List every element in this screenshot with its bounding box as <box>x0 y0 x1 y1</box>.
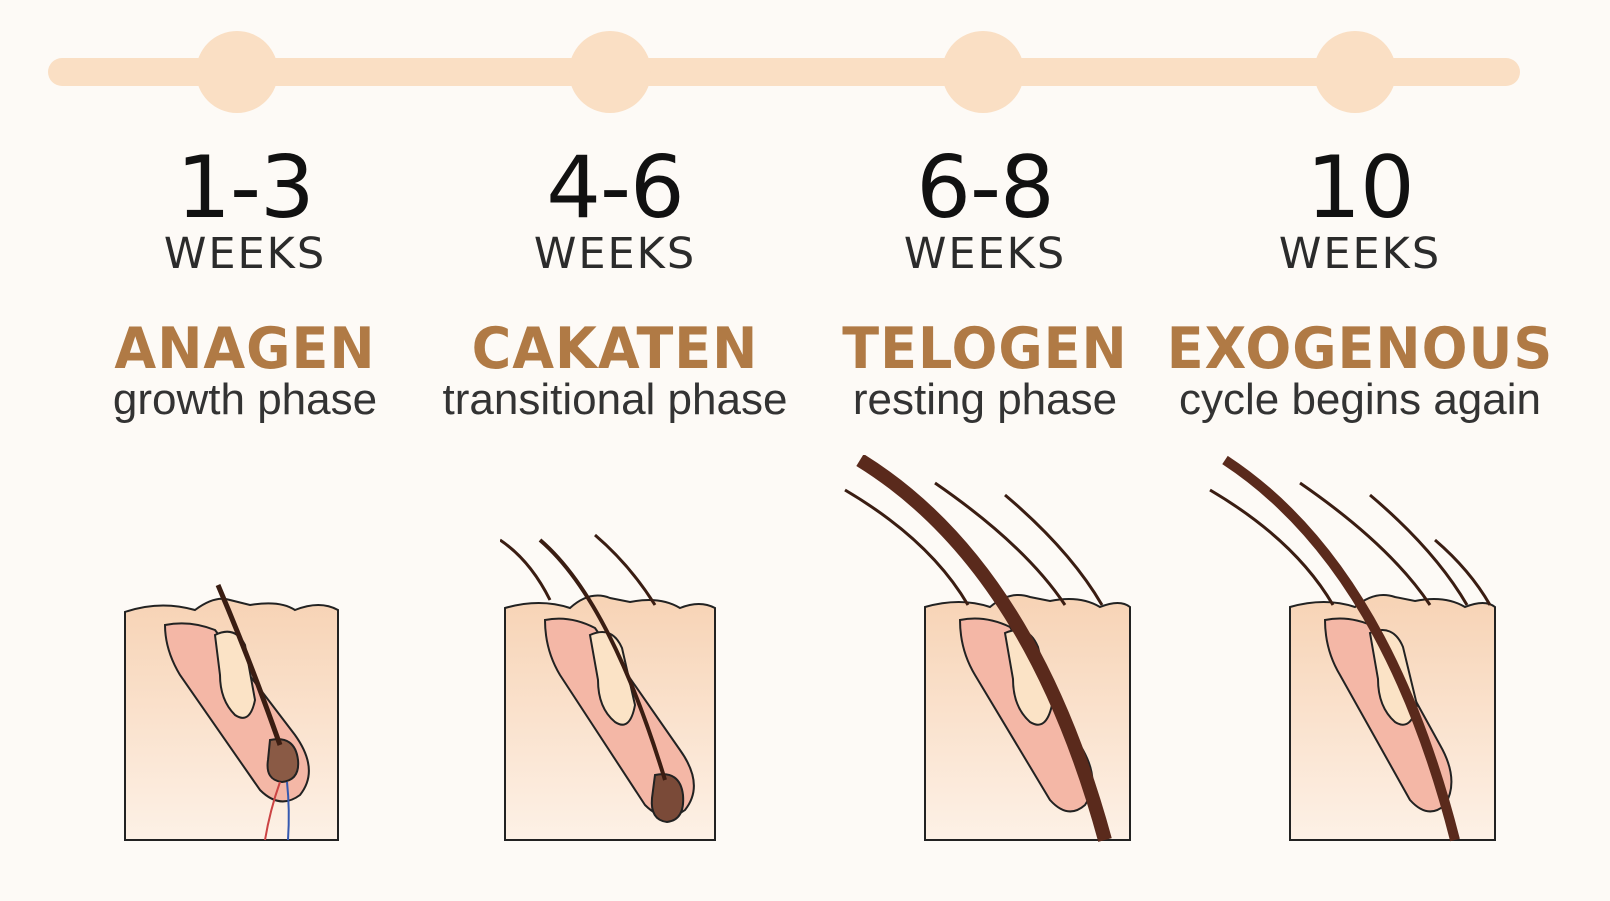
hair-strand <box>1369 493 1469 606</box>
phase-description: transitional phase <box>442 375 788 424</box>
hair-strand <box>500 538 552 601</box>
phase-description: growth phase <box>112 375 378 424</box>
phase-exogenous: 10 WEEKS EXOGENOUS cycle begins again <box>1150 140 1570 426</box>
phase-name: ANAGEN <box>114 315 376 382</box>
follicle-illustration-cakaten <box>500 533 716 841</box>
phase-weeks-number: 1-3 <box>176 138 314 238</box>
phase-name: TELOGEN <box>842 315 1128 382</box>
hair-strand <box>856 455 1112 842</box>
blood-vessel <box>286 781 290 841</box>
phase-description: cycle begins again <box>1178 375 1541 424</box>
hair-bulb <box>266 738 300 784</box>
hair-strand <box>1434 538 1492 606</box>
phase-weeks-unit: WEEKS <box>903 229 1067 279</box>
timeline-dot-4 <box>1314 31 1396 113</box>
timeline-dot-1 <box>196 31 278 113</box>
timeline-bar <box>48 58 1520 86</box>
hair-strand <box>1299 481 1432 606</box>
blood-vessel <box>264 781 281 841</box>
follicle-illustration-anagen <box>124 584 339 841</box>
hair-strand <box>538 538 667 781</box>
hair-bulb <box>650 773 685 824</box>
hair-strand <box>594 533 657 606</box>
timeline-dot-3 <box>942 31 1024 113</box>
hair-strand <box>1004 493 1104 606</box>
hair-strand <box>1209 488 1335 606</box>
timeline-dot-2 <box>569 31 651 113</box>
hair-strand <box>844 488 970 606</box>
phase-weeks-number: 4-6 <box>546 138 684 238</box>
phase-weeks-number: 10 <box>1306 138 1414 238</box>
phase-telogen: 6-8 WEEKS TELOGEN resting phase <box>775 140 1195 426</box>
hair-strand <box>215 584 283 746</box>
phase-description: resting phase <box>852 375 1118 424</box>
phase-weeks-unit: WEEKS <box>1278 229 1442 279</box>
phase-weeks-unit: WEEKS <box>163 229 327 279</box>
phase-name: EXOGENOUS <box>1166 315 1554 382</box>
phase-anagen: 1-3 WEEKS ANAGEN growth phase <box>35 140 455 426</box>
phase-name: CAKATEN <box>471 315 759 382</box>
phase-weeks-unit: WEEKS <box>533 229 697 279</box>
hair-strand <box>1222 455 1460 842</box>
follicle-illustration-exogenous <box>1209 455 1496 842</box>
phase-cakaten: 4-6 WEEKS CAKATEN transitional phase <box>405 140 825 426</box>
phase-weeks-number: 6-8 <box>916 138 1054 238</box>
hair-strand <box>934 481 1067 606</box>
follicle-illustration-telogen <box>844 455 1131 842</box>
timeline <box>48 31 1520 113</box>
